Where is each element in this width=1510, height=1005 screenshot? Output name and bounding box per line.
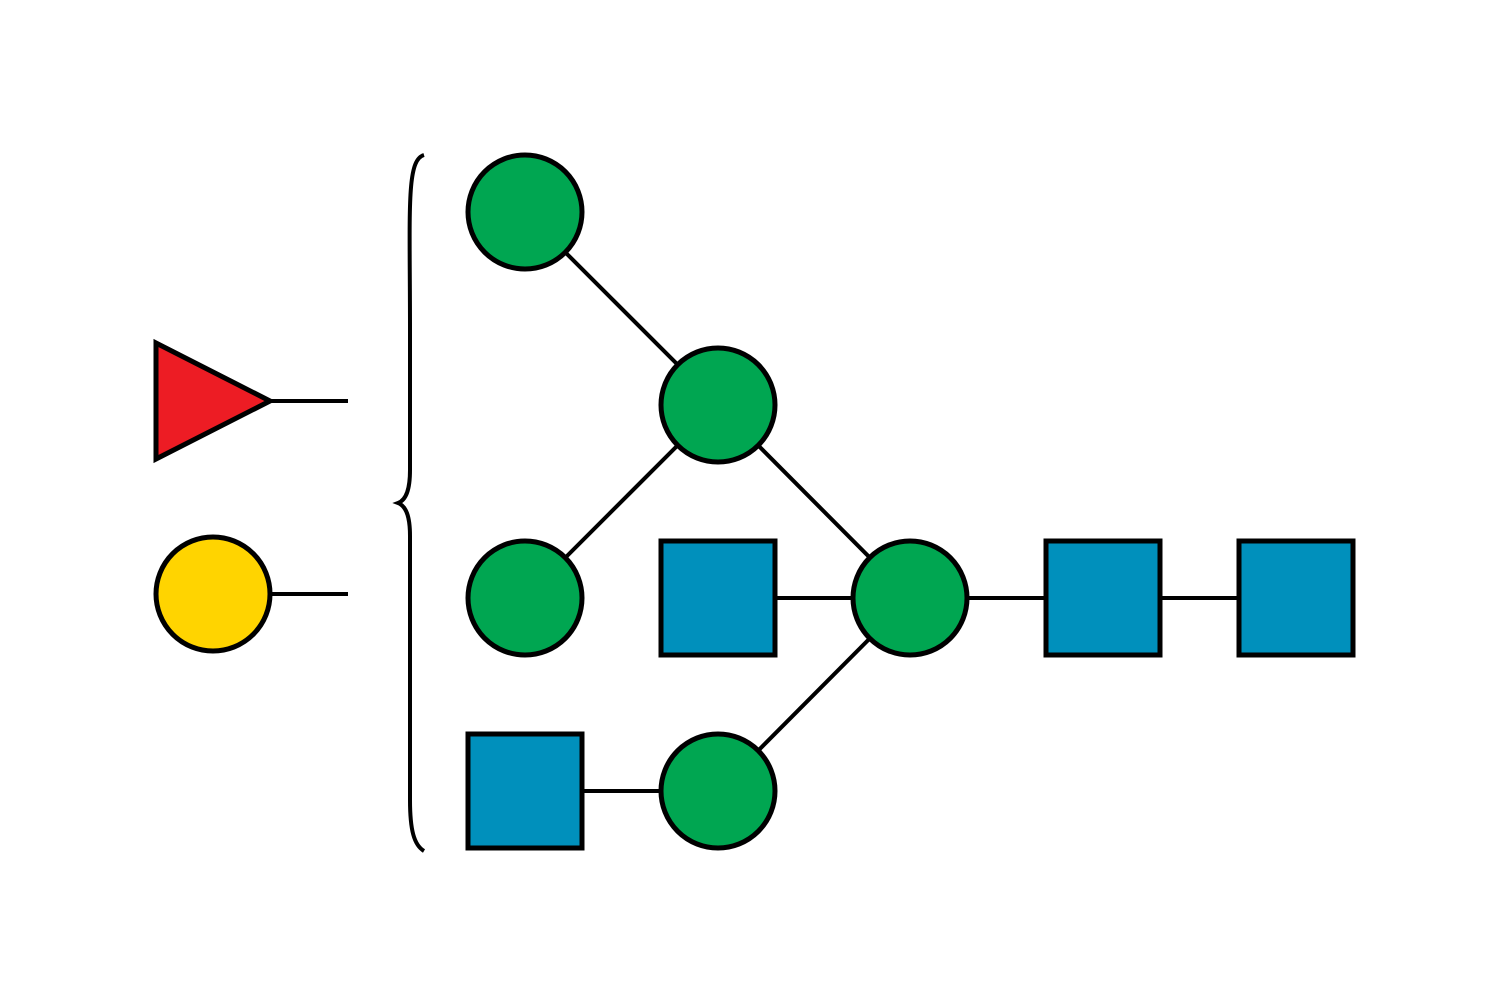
glcnac-core-2-square — [1043, 538, 1163, 658]
antenna-bracket — [392, 153, 426, 853]
mannose-upper-branch-circle — [658, 345, 778, 465]
glcnac-root-square — [1236, 538, 1356, 658]
galactose-floating-circle — [153, 534, 273, 654]
residues-layer — [465, 152, 1356, 851]
mannose-core-circle — [850, 538, 970, 658]
mannose-middle-terminal-circle — [465, 538, 585, 658]
floating-substituents — [153, 338, 348, 654]
mannose-upper-terminal-circle — [465, 152, 585, 272]
glcnac-lower-terminal-square — [465, 731, 585, 851]
mannose-lower-branch-circle — [658, 731, 778, 851]
glcnac-bisecting-square — [658, 538, 778, 658]
fucose-floating-triangle — [153, 338, 276, 464]
